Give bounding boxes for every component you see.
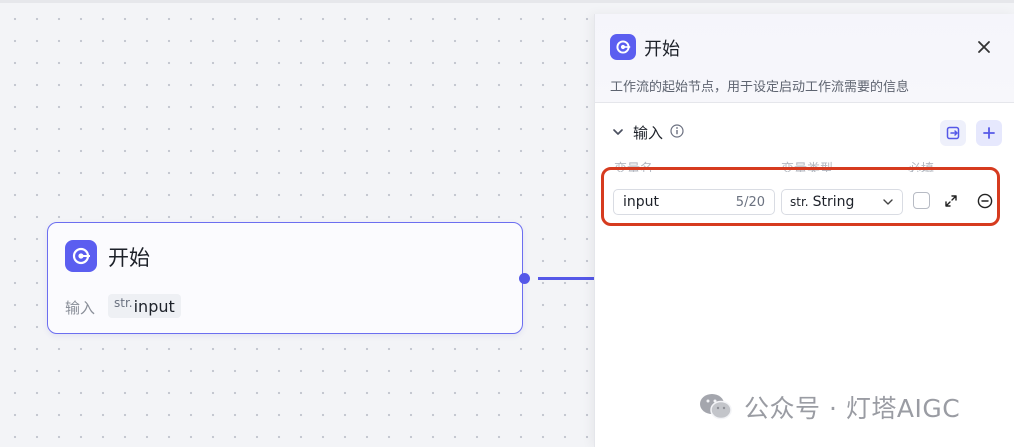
variable-name: input [133, 296, 175, 316]
node-title: 开始 [108, 246, 150, 270]
watermark-text: 公众号 · 灯塔AIGC [744, 394, 961, 423]
import-button[interactable] [940, 120, 966, 146]
node-input-label: 输入 [65, 299, 96, 317]
remove-circle-icon [977, 193, 993, 209]
expand-button[interactable] [942, 192, 960, 210]
node-input-variable: str. input [108, 294, 181, 318]
type-value: String [812, 194, 855, 210]
top-border [0, 0, 1014, 3]
chevron-down-icon [883, 199, 893, 205]
type-prefix: str. [790, 195, 809, 209]
add-variable-button[interactable] [976, 120, 1002, 146]
watermark: 公众号 · 灯塔AIGC [698, 389, 960, 425]
node-output-port[interactable] [519, 273, 530, 284]
start-icon [65, 240, 97, 272]
remove-variable-button[interactable] [976, 192, 994, 210]
variable-name-value: input [623, 194, 660, 210]
start-node[interactable]: 开始 输入 str. input [47, 222, 523, 334]
node-config-panel: 开始 工作流的起始节点，用于设定启动工作流需要的信息 输入 变量名 变量类型 必… [594, 14, 1014, 447]
connection-edge [538, 277, 594, 280]
start-icon [610, 34, 636, 60]
input-section-title: 输入 [633, 124, 664, 142]
wechat-icon [700, 394, 732, 420]
plus-icon [983, 127, 995, 139]
expand-icon [945, 195, 957, 207]
char-counter: 5/20 [735, 194, 765, 210]
import-icon [946, 126, 960, 140]
panel-header: 开始 工作流的起始节点，用于设定启动工作流需要的信息 [595, 14, 1014, 103]
panel-title: 开始 [644, 39, 680, 60]
required-checkbox[interactable] [913, 192, 930, 209]
close-button[interactable] [969, 34, 999, 60]
chevron-down-icon[interactable] [611, 125, 625, 139]
variable-type-tag: str. [114, 296, 133, 310]
variable-name-input[interactable]: input 5/20 [613, 189, 775, 215]
variable-type-select[interactable]: str. String [781, 189, 903, 215]
panel-description: 工作流的起始节点，用于设定启动工作流需要的信息 [610, 80, 910, 95]
info-icon[interactable] [670, 124, 684, 138]
close-icon [978, 41, 990, 53]
annotation-highlight-box [601, 167, 1000, 226]
